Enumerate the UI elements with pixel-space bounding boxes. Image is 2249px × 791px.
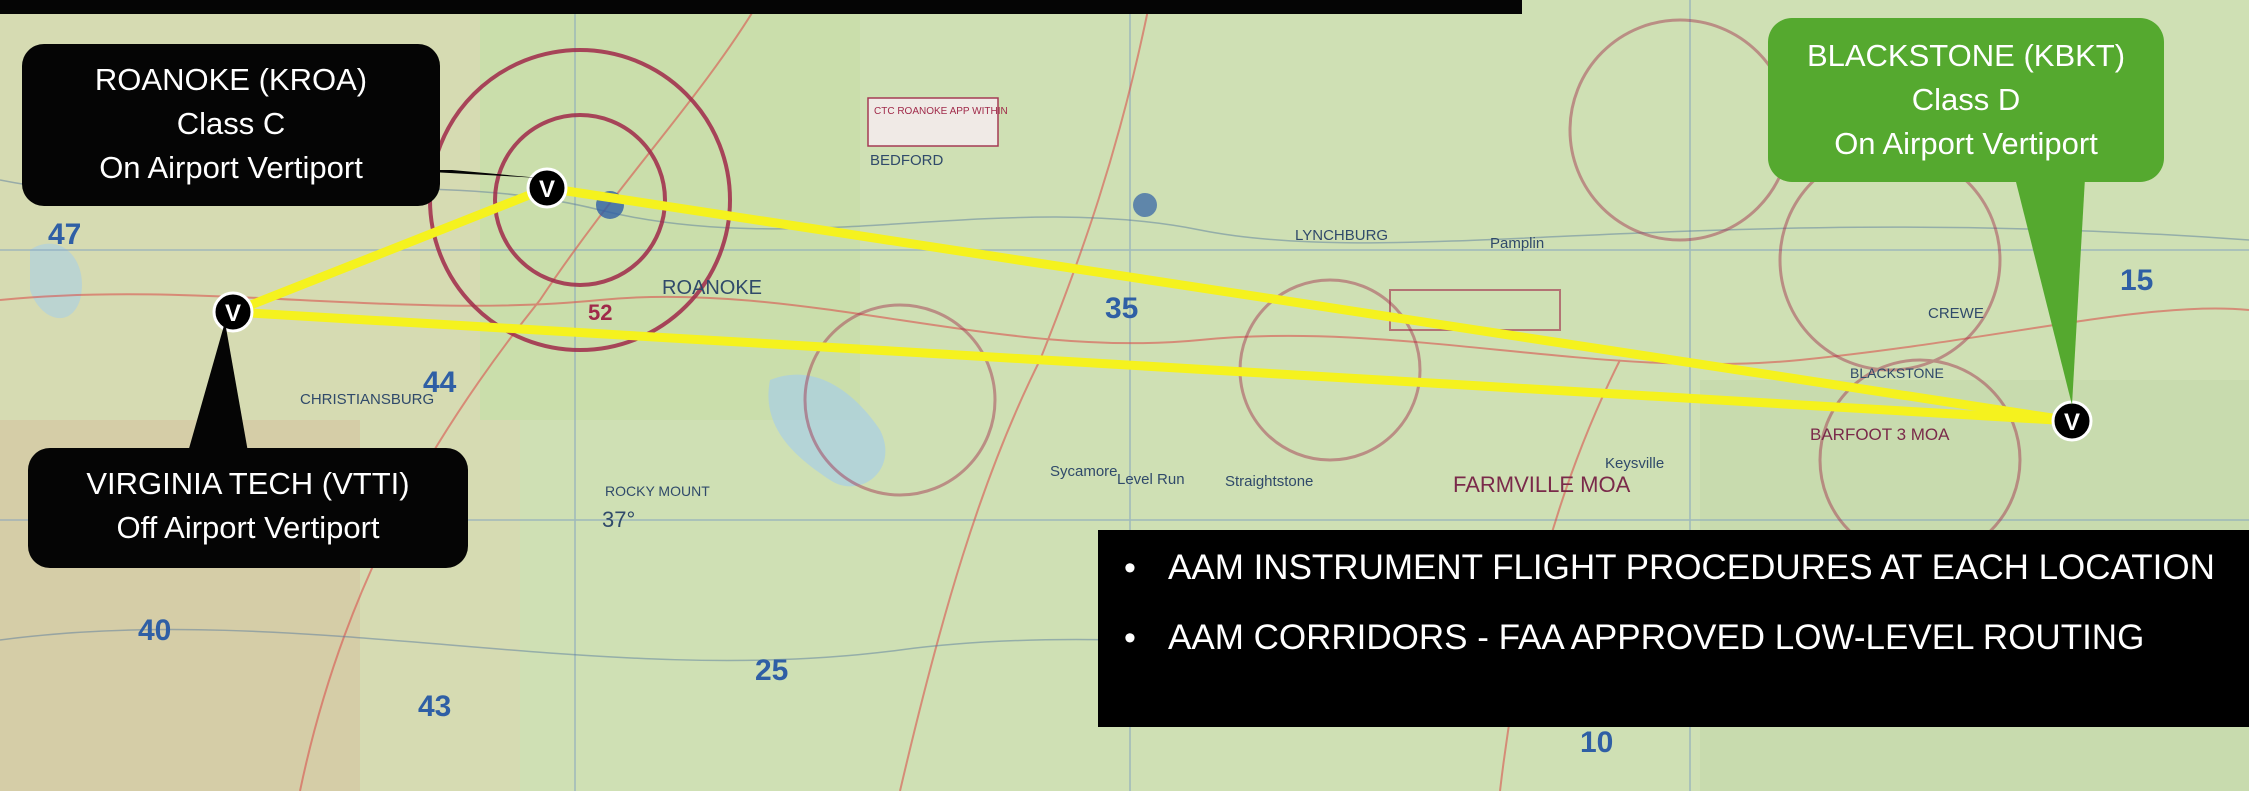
grid-number-47: 47 <box>48 218 81 251</box>
grid-number-35: 35 <box>1105 292 1138 325</box>
route-vtti-blackstone <box>228 307 2077 426</box>
map-label-ctc: CTC ROANOKE APP WITHIN <box>874 106 1008 117</box>
vertiport-symbol-vtti: V <box>225 300 241 327</box>
map-label-sycamore: Sycamore <box>1050 463 1118 480</box>
map-label-pamplin: Pamplin <box>1490 235 1544 252</box>
map-label-rocky-mount: ROCKY MOUNT <box>605 483 710 499</box>
map-label-barfoot-moa: BARFOOT 3 MOA <box>1810 425 1950 444</box>
vertiport-marker-blackstone[interactable]: V <box>2051 400 2093 442</box>
map-label-keysville: Keysville <box>1605 455 1664 472</box>
callout-blackstone-type: On Airport Vertiport <box>1834 126 2098 161</box>
callout-vtti: VIRGINIA TECH (VTTI) Off Airport Vertipo… <box>28 448 468 568</box>
map-label-farmville-moa: FARMVILLE MOA <box>1453 472 1631 497</box>
vertiport-symbol-blackstone: V <box>2064 409 2080 436</box>
grid-number-40: 40 <box>138 614 171 647</box>
callout-roanoke-class: Class C <box>176 106 286 141</box>
grid-number-52: 52 <box>588 300 612 325</box>
callout-vtti-title: VIRGINIA TECH (VTTI) <box>86 466 410 501</box>
map-label-lynchburg: LYNCHBURG <box>1295 227 1388 244</box>
notes-panel: AAM INSTRUMENT FLIGHT PROCEDURES AT EACH… <box>1098 530 2249 727</box>
map-label-christiansburg: CHRISTIANSBURG <box>300 391 434 408</box>
map-label-roanoke: ROANOKE <box>662 277 762 299</box>
note-item: AAM INSTRUMENT FLIGHT PROCEDURES AT EACH… <box>1112 544 2229 592</box>
callout-pointer-blackstone <box>2015 178 2085 405</box>
callout-roanoke-title: ROANOKE (KROA) <box>94 62 368 97</box>
notes-list: AAM INSTRUMENT FLIGHT PROCEDURES AT EACH… <box>1112 544 2229 662</box>
route-vtti-roanoke <box>228 183 552 317</box>
vertiport-marker-roanoke[interactable]: V <box>526 167 568 209</box>
grid-number-43: 43 <box>418 690 451 723</box>
callout-blackstone: BLACKSTONE (KBKT) Class D On Airport Ver… <box>1768 18 2164 182</box>
callout-pointer-vtti <box>188 322 248 452</box>
map-label-straightstone: Straightstone <box>1225 473 1313 490</box>
callout-vtti-type: Off Airport Vertiport <box>116 510 380 545</box>
vertiport-marker-vtti[interactable]: V <box>212 291 254 333</box>
aam-route-lines <box>228 183 2077 426</box>
callout-blackstone-title: BLACKSTONE (KBKT) <box>1806 38 2126 73</box>
grid-number-25: 25 <box>755 654 788 687</box>
map-label-bedford: BEDFORD <box>870 152 944 169</box>
latitude-37-label: 37° <box>602 507 635 532</box>
callout-roanoke-type: On Airport Vertiport <box>99 150 363 185</box>
callout-roanoke: ROANOKE (KROA) Class C On Airport Vertip… <box>22 44 440 206</box>
vertiport-symbol-roanoke: V <box>539 176 555 203</box>
route-roanoke-blackstone <box>542 183 2077 426</box>
callout-blackstone-class: Class D <box>1911 82 2021 117</box>
map-label-blackstone: BLACKSTONE <box>1850 365 1944 381</box>
map-label-level-run: Level Run <box>1117 471 1185 488</box>
top-black-bar <box>0 0 1522 14</box>
map-label-crewe: CREWE <box>1928 305 1984 322</box>
grid-number-10: 10 <box>1580 726 1613 759</box>
grid-number-44: 44 <box>423 366 457 399</box>
grid-number-15: 15 <box>2120 264 2153 297</box>
note-item: AAM CORRIDORS - FAA APPROVED LOW-LEVEL R… <box>1112 614 2229 662</box>
